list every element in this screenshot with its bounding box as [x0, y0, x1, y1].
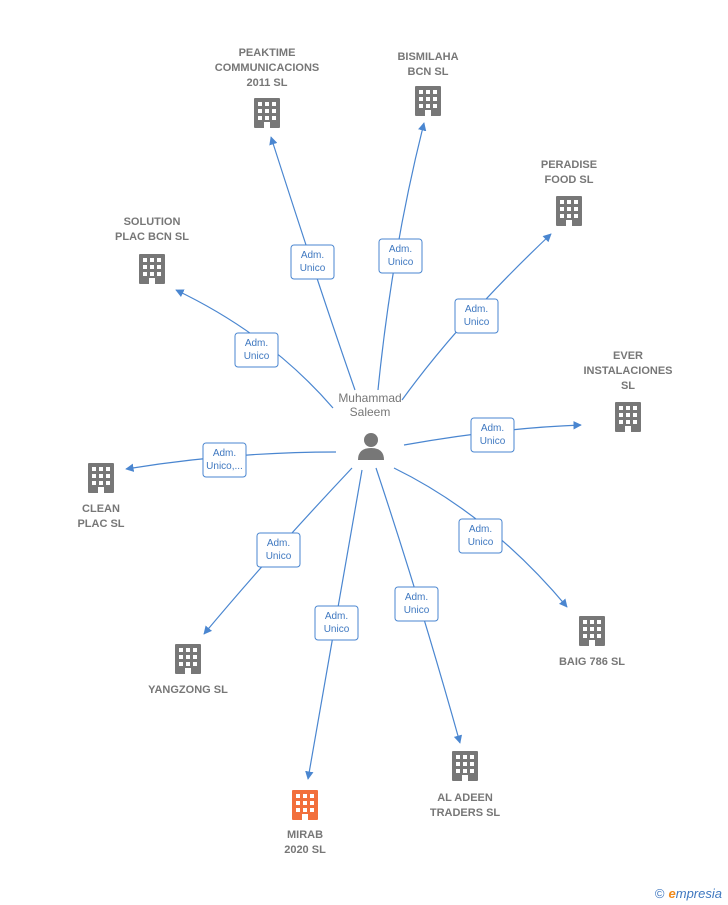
role-text: Adm. [389, 244, 412, 255]
role-badge-ever[interactable]: Adm. Unico [470, 417, 515, 453]
company-label-aladeen: AL ADEEN [437, 792, 493, 804]
role-badge-box [256, 532, 301, 568]
role-text: Adm. [213, 448, 236, 459]
building-icon [175, 644, 201, 674]
company-label-peradise: FOOD SL [545, 174, 594, 186]
company-label-clean: CLEAN [82, 503, 120, 515]
role-badge-clean[interactable]: Adm. Unico,... [202, 442, 247, 478]
company-label-clean: PLAC SL [77, 518, 124, 530]
role-badge-box [314, 605, 359, 641]
building-icon [292, 790, 318, 820]
role-badge-box [202, 442, 247, 478]
role-text: Unico,... [206, 461, 243, 472]
role-badge-box [290, 244, 335, 280]
role-badge-peaktime[interactable]: Adm. Unico [290, 244, 335, 280]
person-name-label: Muhammad [338, 391, 401, 405]
building-icon [254, 98, 280, 128]
brand-watermark: ©empresia [655, 886, 722, 901]
company-label-bismilaha: BCN SL [408, 66, 449, 78]
company-label-aladeen: TRADERS SL [430, 807, 501, 819]
role-text: Adm. [481, 423, 504, 434]
company-label-solution: PLAC BCN SL [115, 231, 189, 243]
role-text: Adm. [465, 304, 488, 315]
role-text: Adm. [301, 250, 324, 261]
role-badge-solution[interactable]: Adm. Unico [234, 332, 279, 368]
company-node-ever[interactable]: EVER INSTALACIONES SL [583, 350, 673, 432]
building-icon [615, 402, 641, 432]
role-text: Unico [266, 551, 292, 562]
building-icon [415, 86, 441, 116]
role-badge-box [378, 238, 423, 274]
role-badge-bismilaha[interactable]: Adm. Unico [378, 238, 423, 274]
company-label-peradise: PERADISE [541, 159, 597, 171]
role-badge-box [454, 298, 499, 334]
building-icon [556, 196, 582, 226]
role-badge-baig[interactable]: Adm. Unico [458, 518, 503, 554]
company-label-peaktime: PEAKTIME [239, 47, 296, 59]
role-text: Adm. [405, 592, 428, 603]
person-icon [358, 433, 384, 460]
company-label-peaktime: 2011 SL [247, 77, 288, 89]
copyright-symbol: © [654, 886, 665, 901]
role-badge-box [234, 332, 279, 368]
company-label-mirab: 2020 SL [284, 844, 326, 856]
company-label-yangzong: YANGZONG SL [148, 684, 228, 696]
brand-logo-letter: e [668, 886, 676, 901]
company-label-ever: SL [621, 380, 635, 392]
role-text: Unico [244, 351, 270, 362]
role-text: Unico [300, 263, 326, 274]
building-icon [452, 751, 478, 781]
company-node-clean[interactable]: CLEAN PLAC SL [77, 463, 125, 530]
role-text: Adm. [245, 338, 268, 349]
person-name-label: Saleem [350, 405, 391, 419]
role-text: Unico [324, 624, 350, 635]
company-node-peaktime[interactable]: PEAKTIME COMMUNICACIONS 2011 SL [215, 47, 320, 128]
company-node-yangzong[interactable]: YANGZONG SL [148, 644, 228, 696]
role-badge-box [470, 417, 515, 453]
building-icon [139, 254, 165, 284]
role-badge-mirab[interactable]: Adm. Unico [314, 605, 359, 641]
company-node-mirab[interactable]: MIRAB 2020 SL [284, 790, 326, 856]
role-text: Unico [404, 605, 430, 616]
role-text: Unico [388, 257, 414, 268]
company-label-peaktime: COMMUNICACIONS [215, 62, 320, 74]
company-node-solution[interactable]: SOLUTION PLAC BCN SL [115, 216, 189, 284]
company-node-baig[interactable]: BAIG 786 SL [559, 616, 625, 668]
company-node-bismilaha[interactable]: BISMILAHA BCN SL [397, 51, 459, 116]
role-text: Adm. [267, 538, 290, 549]
company-label-ever: EVER [613, 350, 643, 362]
role-badge-box [394, 586, 439, 622]
role-text: Adm. [325, 611, 348, 622]
company-node-aladeen[interactable]: AL ADEEN TRADERS SL [430, 751, 501, 819]
role-text: Adm. [469, 524, 492, 535]
role-text: Unico [480, 436, 506, 447]
building-icon [88, 463, 114, 493]
role-badge-aladeen[interactable]: Adm. Unico [394, 586, 439, 622]
company-node-peradise[interactable]: PERADISE FOOD SL [541, 159, 597, 226]
role-text: Unico [468, 537, 494, 548]
role-badge-yangzong[interactable]: Adm. Unico [256, 532, 301, 568]
building-icon [579, 616, 605, 646]
company-label-bismilaha: BISMILAHA [397, 51, 458, 63]
company-label-ever: INSTALACIONES [583, 365, 672, 377]
company-label-mirab: MIRAB [287, 829, 323, 841]
company-label-baig: BAIG 786 SL [559, 656, 625, 668]
brand-name: mpresia [675, 886, 722, 901]
company-label-solution: SOLUTION [124, 216, 181, 228]
role-text: Unico [464, 317, 490, 328]
role-badge-peradise[interactable]: Adm. Unico [454, 298, 499, 334]
role-badge-box [458, 518, 503, 554]
